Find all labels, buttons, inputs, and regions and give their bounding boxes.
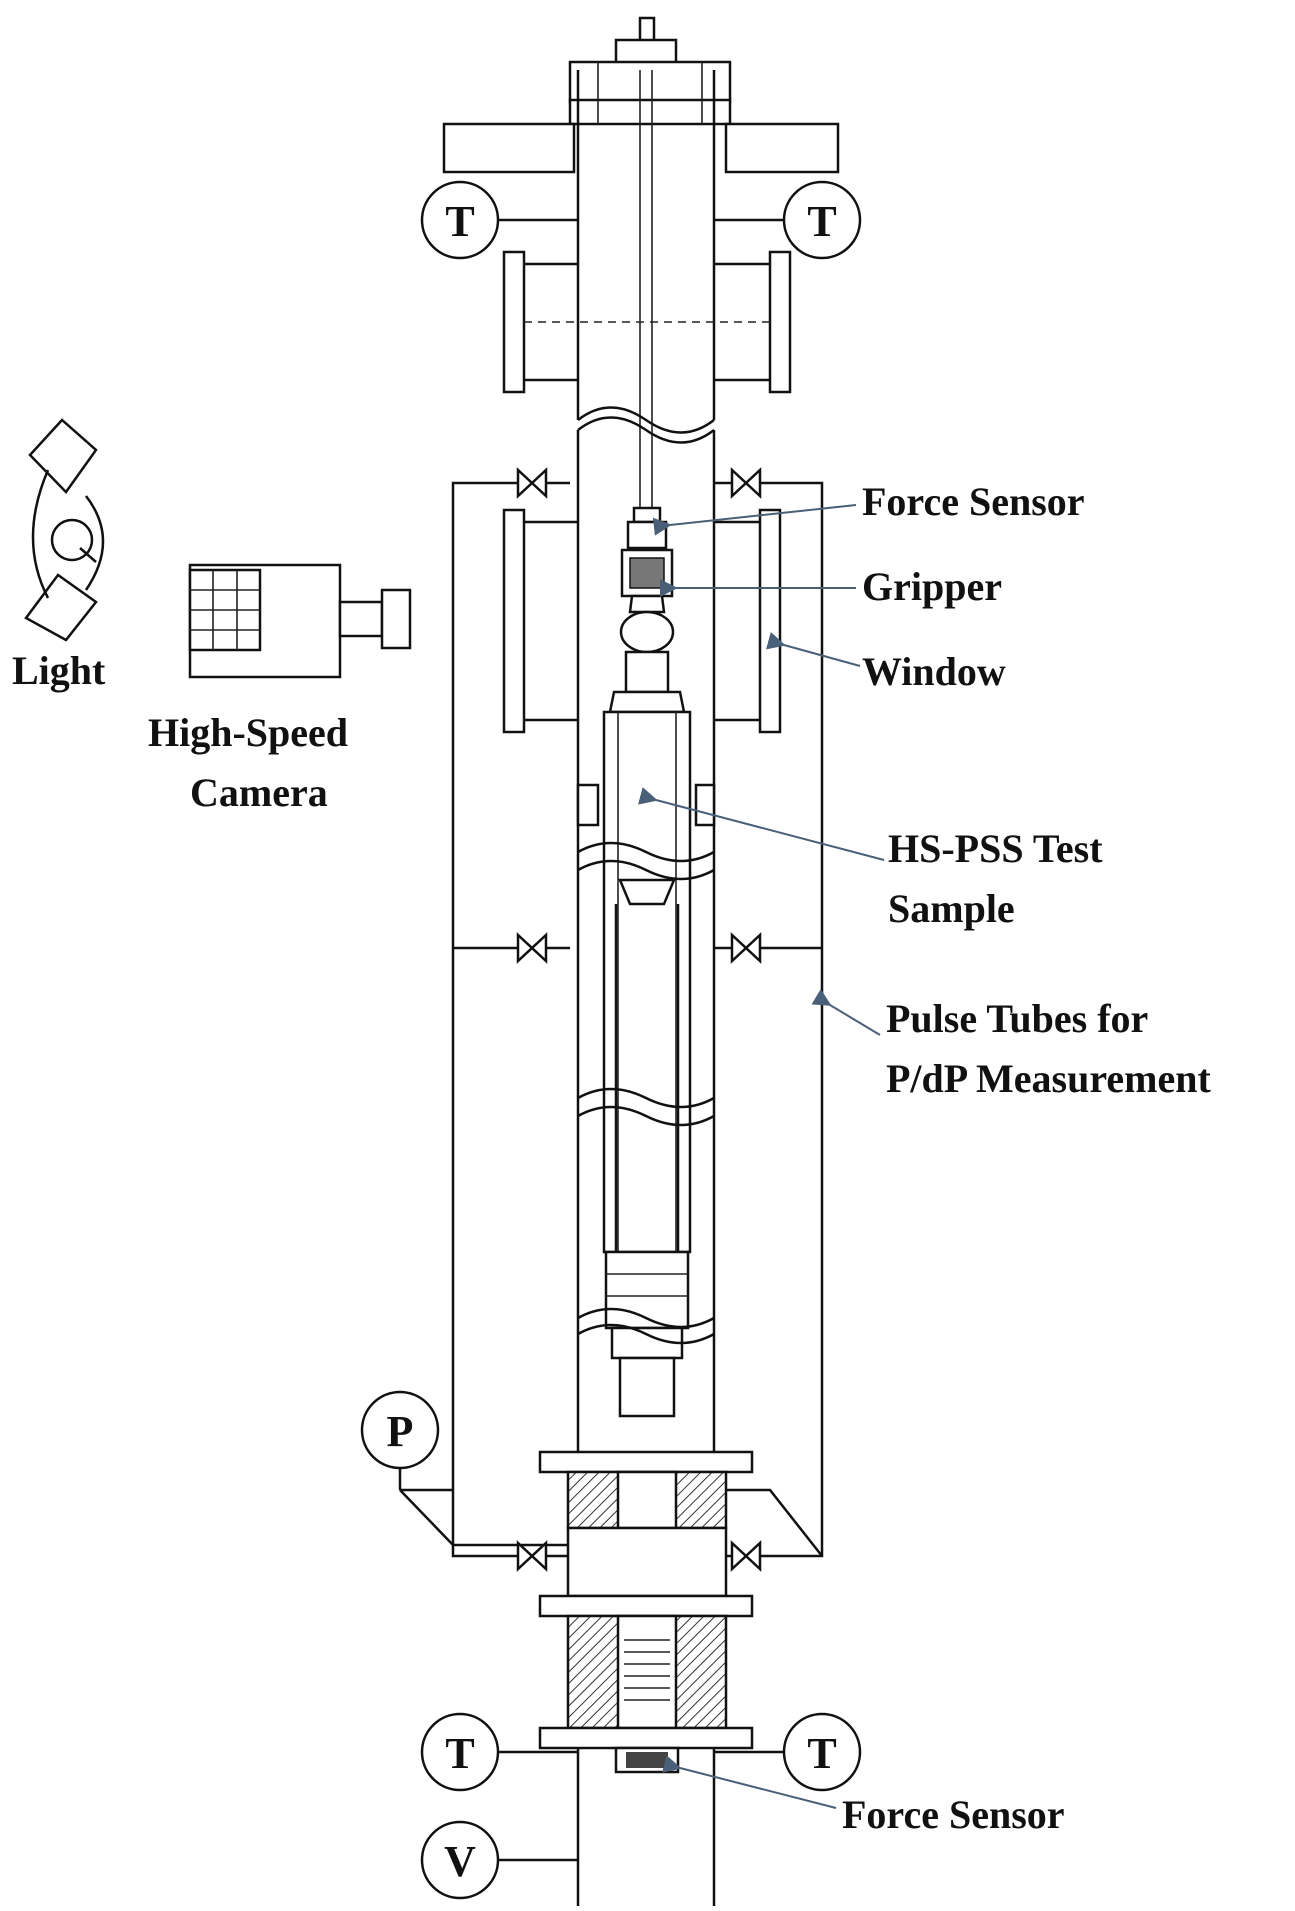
- pulse-tubes: [451, 467, 824, 1572]
- light-icon: [24, 418, 105, 642]
- label-pulse-line1: Pulse Tubes for: [886, 996, 1148, 1041]
- gauge-symbol: T: [807, 1729, 836, 1778]
- valve-icon: [516, 932, 548, 964]
- label-gripper: Gripper: [862, 564, 1002, 609]
- top-flange-assembly: [442, 16, 840, 174]
- main-column-upper: [502, 70, 792, 520]
- gauge-symbol: T: [445, 197, 474, 246]
- valve-icon: [730, 932, 762, 964]
- section-breaks: [577, 841, 715, 1345]
- label-light: Light: [12, 648, 106, 693]
- window-section: [502, 430, 782, 1460]
- label-pulse-line2: P/dP Measurement: [886, 1056, 1211, 1101]
- gripper: [620, 548, 674, 598]
- temperature-gauge-lower-left: T: [420, 1712, 578, 1792]
- temperature-gauge-lower-right: T: [714, 1712, 862, 1792]
- gauge-symbol: T: [445, 1729, 474, 1778]
- label-sample-line1: HS-PSS Test: [888, 826, 1103, 871]
- label-camera-line1: High-Speed: [148, 710, 348, 755]
- gauge-symbol: T: [807, 197, 836, 246]
- pressure-gauge: P: [360, 1390, 440, 1490]
- valve-icon: [516, 467, 548, 499]
- valve-icon: [730, 1540, 762, 1572]
- valve-icon: [516, 1540, 548, 1572]
- label-window: Window: [862, 649, 1006, 694]
- valve-gauge: V: [420, 1820, 578, 1900]
- label-camera-line2: Camera: [190, 770, 328, 815]
- camera-icon: [188, 563, 412, 679]
- temperature-gauge-upper-right: T: [714, 180, 862, 260]
- test-sample: [602, 594, 692, 1418]
- gauge-symbol: P: [387, 1407, 414, 1456]
- label-sample-line2: Sample: [888, 886, 1015, 931]
- label-force-sensor-bottom: Force Sensor: [842, 1792, 1065, 1837]
- label-force-sensor-top: Force Sensor: [862, 479, 1085, 524]
- temperature-gauge-upper-left: T: [420, 180, 578, 260]
- upper-force-sensor: [626, 506, 668, 550]
- gauge-symbol: V: [444, 1837, 476, 1886]
- lower-flange-assembly: [399, 1450, 823, 1906]
- valve-icon: [730, 467, 762, 499]
- annotation-arrows: [638, 504, 885, 1809]
